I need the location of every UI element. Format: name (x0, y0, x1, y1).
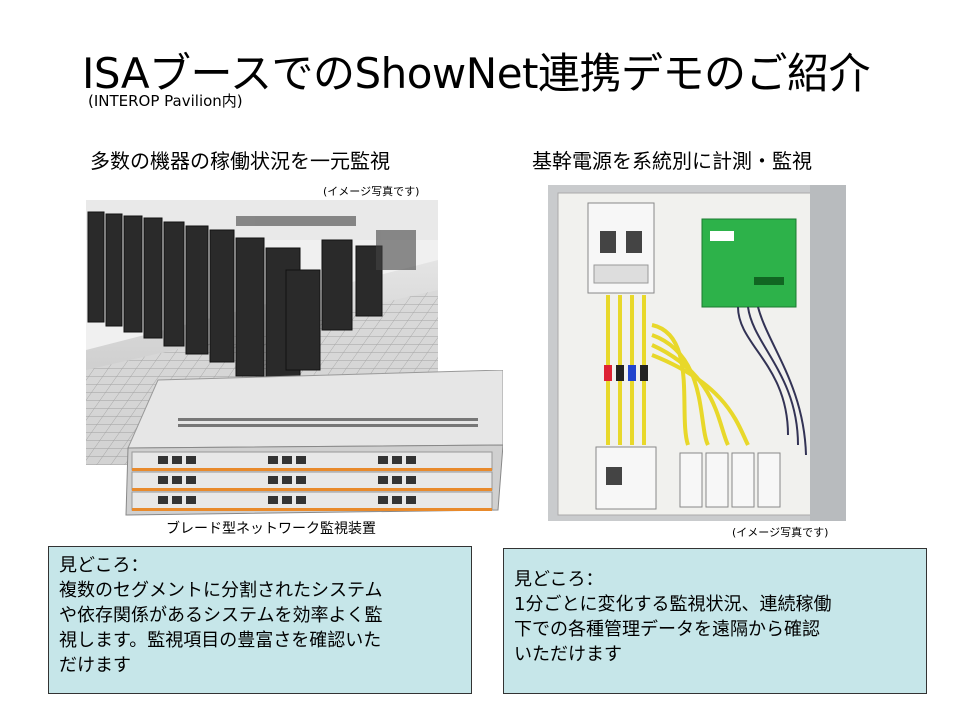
right-box-line: いただけます (514, 644, 622, 665)
blade-device-image (125, 370, 503, 516)
power-panel-photo (548, 185, 846, 521)
slide-title: ISAブースでのShowNet連携デモのご紹介 (82, 49, 871, 98)
right-box-line: 1分ごとに変化する監視状況、連続稼働 (514, 594, 832, 615)
right-photo-note: (イメージ写真です) (732, 526, 829, 539)
left-box-line: だけます (59, 655, 131, 676)
device-caption: ブレード型ネットワーク監視装置 (166, 521, 376, 537)
left-box-line: 見どころ： (59, 555, 149, 576)
left-highlight-box: 見どころ： 複数のセグメントに分割されたシステム や依存関係があるシステムを効率… (48, 546, 472, 694)
slide-subtitle: (INTEROP Pavilion内) (88, 92, 243, 110)
right-box-line: 下での各種管理データを遠隔から確認 (514, 619, 820, 640)
left-photo-note: (イメージ写真です) (323, 185, 420, 198)
right-heading: 基幹電源を系統別に計測・監視 (532, 149, 812, 173)
right-highlight-box: 見どころ： 1分ごとに変化する監視状況、連続稼働 下での各種管理データを遠隔から… (503, 548, 927, 694)
right-box-line: 見どころ： (514, 569, 604, 590)
left-heading: 多数の機器の稼働状況を一元監視 (90, 149, 390, 173)
left-box-line: や依存関係があるシステムを効率よく監 (59, 605, 383, 626)
left-box-line: 複数のセグメントに分割されたシステム (59, 580, 383, 601)
left-box-line: 視します。監視項目の豊富さを確認いた (59, 630, 382, 651)
